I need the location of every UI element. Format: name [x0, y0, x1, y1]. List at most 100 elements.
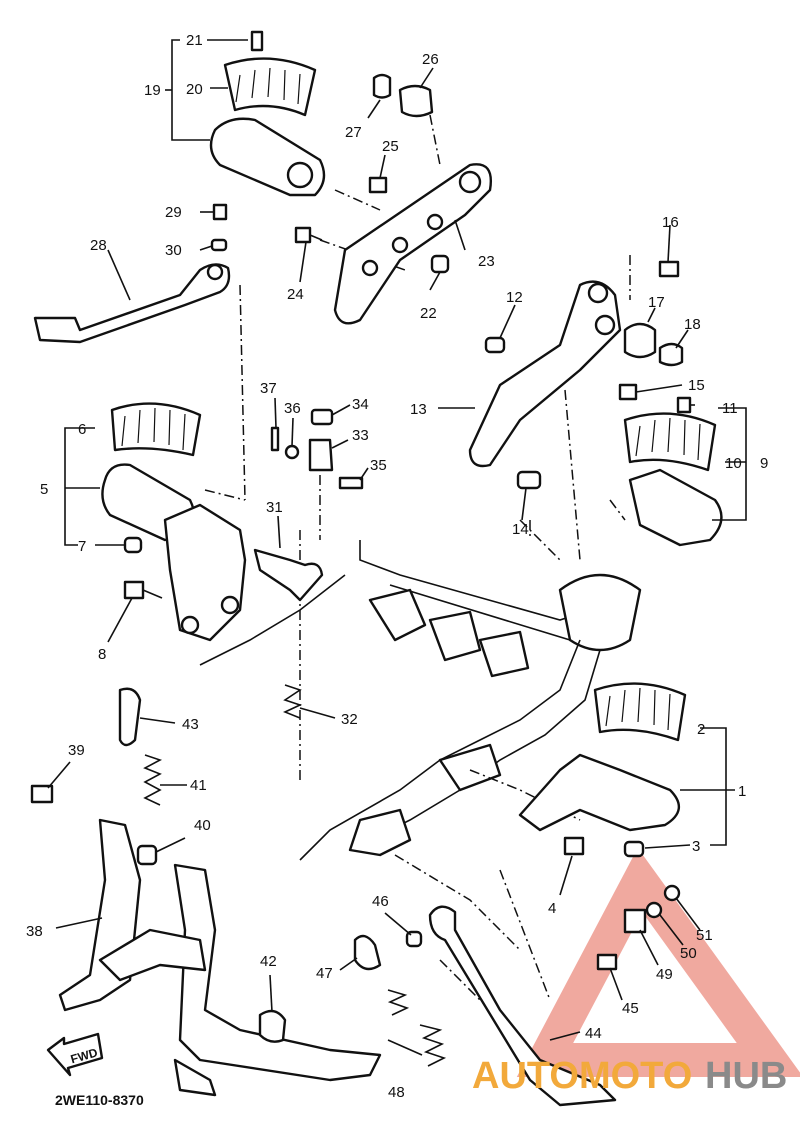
collar-22 — [430, 254, 450, 274]
bolt-4 — [563, 836, 585, 856]
footrest-bracket-left — [163, 503, 247, 642]
callout-36: 36 — [284, 400, 301, 417]
cap-42 — [258, 1009, 287, 1043]
collar-7 — [123, 536, 143, 554]
bolt-29 — [212, 203, 228, 221]
footrest-rubber-10 — [623, 412, 717, 472]
spring-48 — [419, 1024, 447, 1067]
right-footrest-assembly — [623, 396, 723, 547]
bolt-16 — [658, 260, 680, 278]
side-stand-44 — [353, 884, 681, 1107]
callout-40: 40 — [194, 817, 211, 834]
footrest-bracket-23 — [294, 73, 492, 325]
callout-35: 35 — [370, 457, 387, 474]
callout-23: 23 — [478, 253, 495, 270]
bolt-24 — [294, 226, 312, 244]
callout-13: 13 — [410, 401, 427, 418]
callout-18: 18 — [684, 316, 701, 333]
bolt-25 — [368, 176, 388, 194]
bolt-14 — [516, 470, 542, 490]
washer-30 — [210, 238, 228, 252]
frame-outline — [199, 114, 642, 1041]
bolt-39 — [30, 784, 54, 804]
callout-43: 43 — [182, 716, 199, 733]
collar-40 — [136, 844, 158, 866]
callout-19: 19 — [144, 82, 161, 99]
bush-27 — [372, 73, 392, 99]
callout-26: 26 — [422, 51, 439, 68]
callout-labels: 1 2 3 4 5 6 7 8 9 10 11 12 13 14 15 16 1… — [26, 32, 768, 1101]
callout-15: 15 — [688, 377, 705, 394]
footrest-rubber-6 — [110, 402, 202, 457]
fwd-arrow: FWD — [46, 1032, 104, 1077]
callout-37: 37 — [260, 380, 277, 397]
main-stand-38 — [30, 687, 382, 1097]
callout-3: 3 — [692, 838, 700, 855]
passenger-footrest-assembly — [518, 682, 687, 858]
callout-10: 10 — [725, 455, 742, 472]
pin-37 — [270, 426, 280, 452]
screw-45 — [596, 953, 618, 971]
callout-20: 20 — [186, 81, 203, 98]
callout-24: 24 — [287, 286, 304, 303]
washer-50 — [645, 901, 663, 919]
callout-2: 2 — [697, 721, 705, 738]
watermark-logo — [516, 847, 800, 1077]
footrest-body-9 — [628, 468, 723, 547]
spring-32 — [282, 684, 303, 719]
callout-33: 33 — [352, 427, 369, 444]
bolt-35 — [338, 476, 364, 490]
left-footrest-assembly — [101, 402, 247, 642]
bush-18 — [658, 342, 684, 367]
callout-48: 48 — [388, 1084, 405, 1101]
brake-pedal-28 — [33, 203, 231, 344]
collar-26 — [398, 84, 434, 118]
watermark-text: AUTOMOTO HUB — [472, 1055, 787, 1097]
nut-51 — [663, 884, 681, 902]
joint-33 — [308, 438, 334, 472]
callout-45: 45 — [622, 1000, 639, 1017]
callout-34: 34 — [352, 396, 369, 413]
collar-3 — [623, 840, 645, 858]
washer-36 — [284, 444, 300, 460]
callout-49: 49 — [656, 966, 673, 983]
callout-28: 28 — [90, 237, 107, 254]
callout-7: 7 — [78, 538, 86, 555]
bolt-8 — [123, 580, 145, 600]
shaft-31 — [253, 548, 324, 602]
footrest-rubber-20 — [223, 57, 317, 117]
callout-1: 1 — [738, 783, 746, 800]
callout-51: 51 — [696, 927, 713, 944]
plate-43 — [118, 687, 142, 747]
callout-42: 42 — [260, 953, 277, 970]
callout-29: 29 — [165, 204, 182, 221]
callout-14: 14 — [512, 521, 529, 538]
watermark-text-a: AUTOMOTO — [472, 1055, 692, 1097]
callout-31: 31 — [266, 499, 283, 516]
switch-49 — [623, 908, 647, 934]
callout-12: 12 — [506, 289, 523, 306]
callout-32: 32 — [341, 711, 358, 728]
callout-4: 4 — [548, 900, 556, 917]
callout-50: 50 — [680, 945, 697, 962]
callout-16: 16 — [662, 214, 679, 231]
diagram-code: 2WE110-8370 — [55, 1092, 144, 1108]
callout-39: 39 — [68, 742, 85, 759]
callout-27: 27 — [345, 124, 362, 141]
callout-25: 25 — [382, 138, 399, 155]
shift-linkage — [253, 408, 364, 719]
plate-47 — [353, 934, 382, 971]
callout-17: 17 — [648, 294, 665, 311]
callout-47: 47 — [316, 965, 333, 982]
callout-41: 41 — [190, 777, 207, 794]
callout-30: 30 — [165, 242, 182, 259]
callout-46: 46 — [372, 893, 389, 910]
callout-9: 9 — [760, 455, 768, 472]
collar-17 — [623, 322, 657, 359]
footrest-rubber-2 — [593, 682, 687, 742]
callout-44: 44 — [585, 1025, 602, 1042]
right-bracket-13 — [468, 260, 684, 490]
spring-41 — [143, 754, 163, 806]
callout-21: 21 — [186, 32, 203, 49]
